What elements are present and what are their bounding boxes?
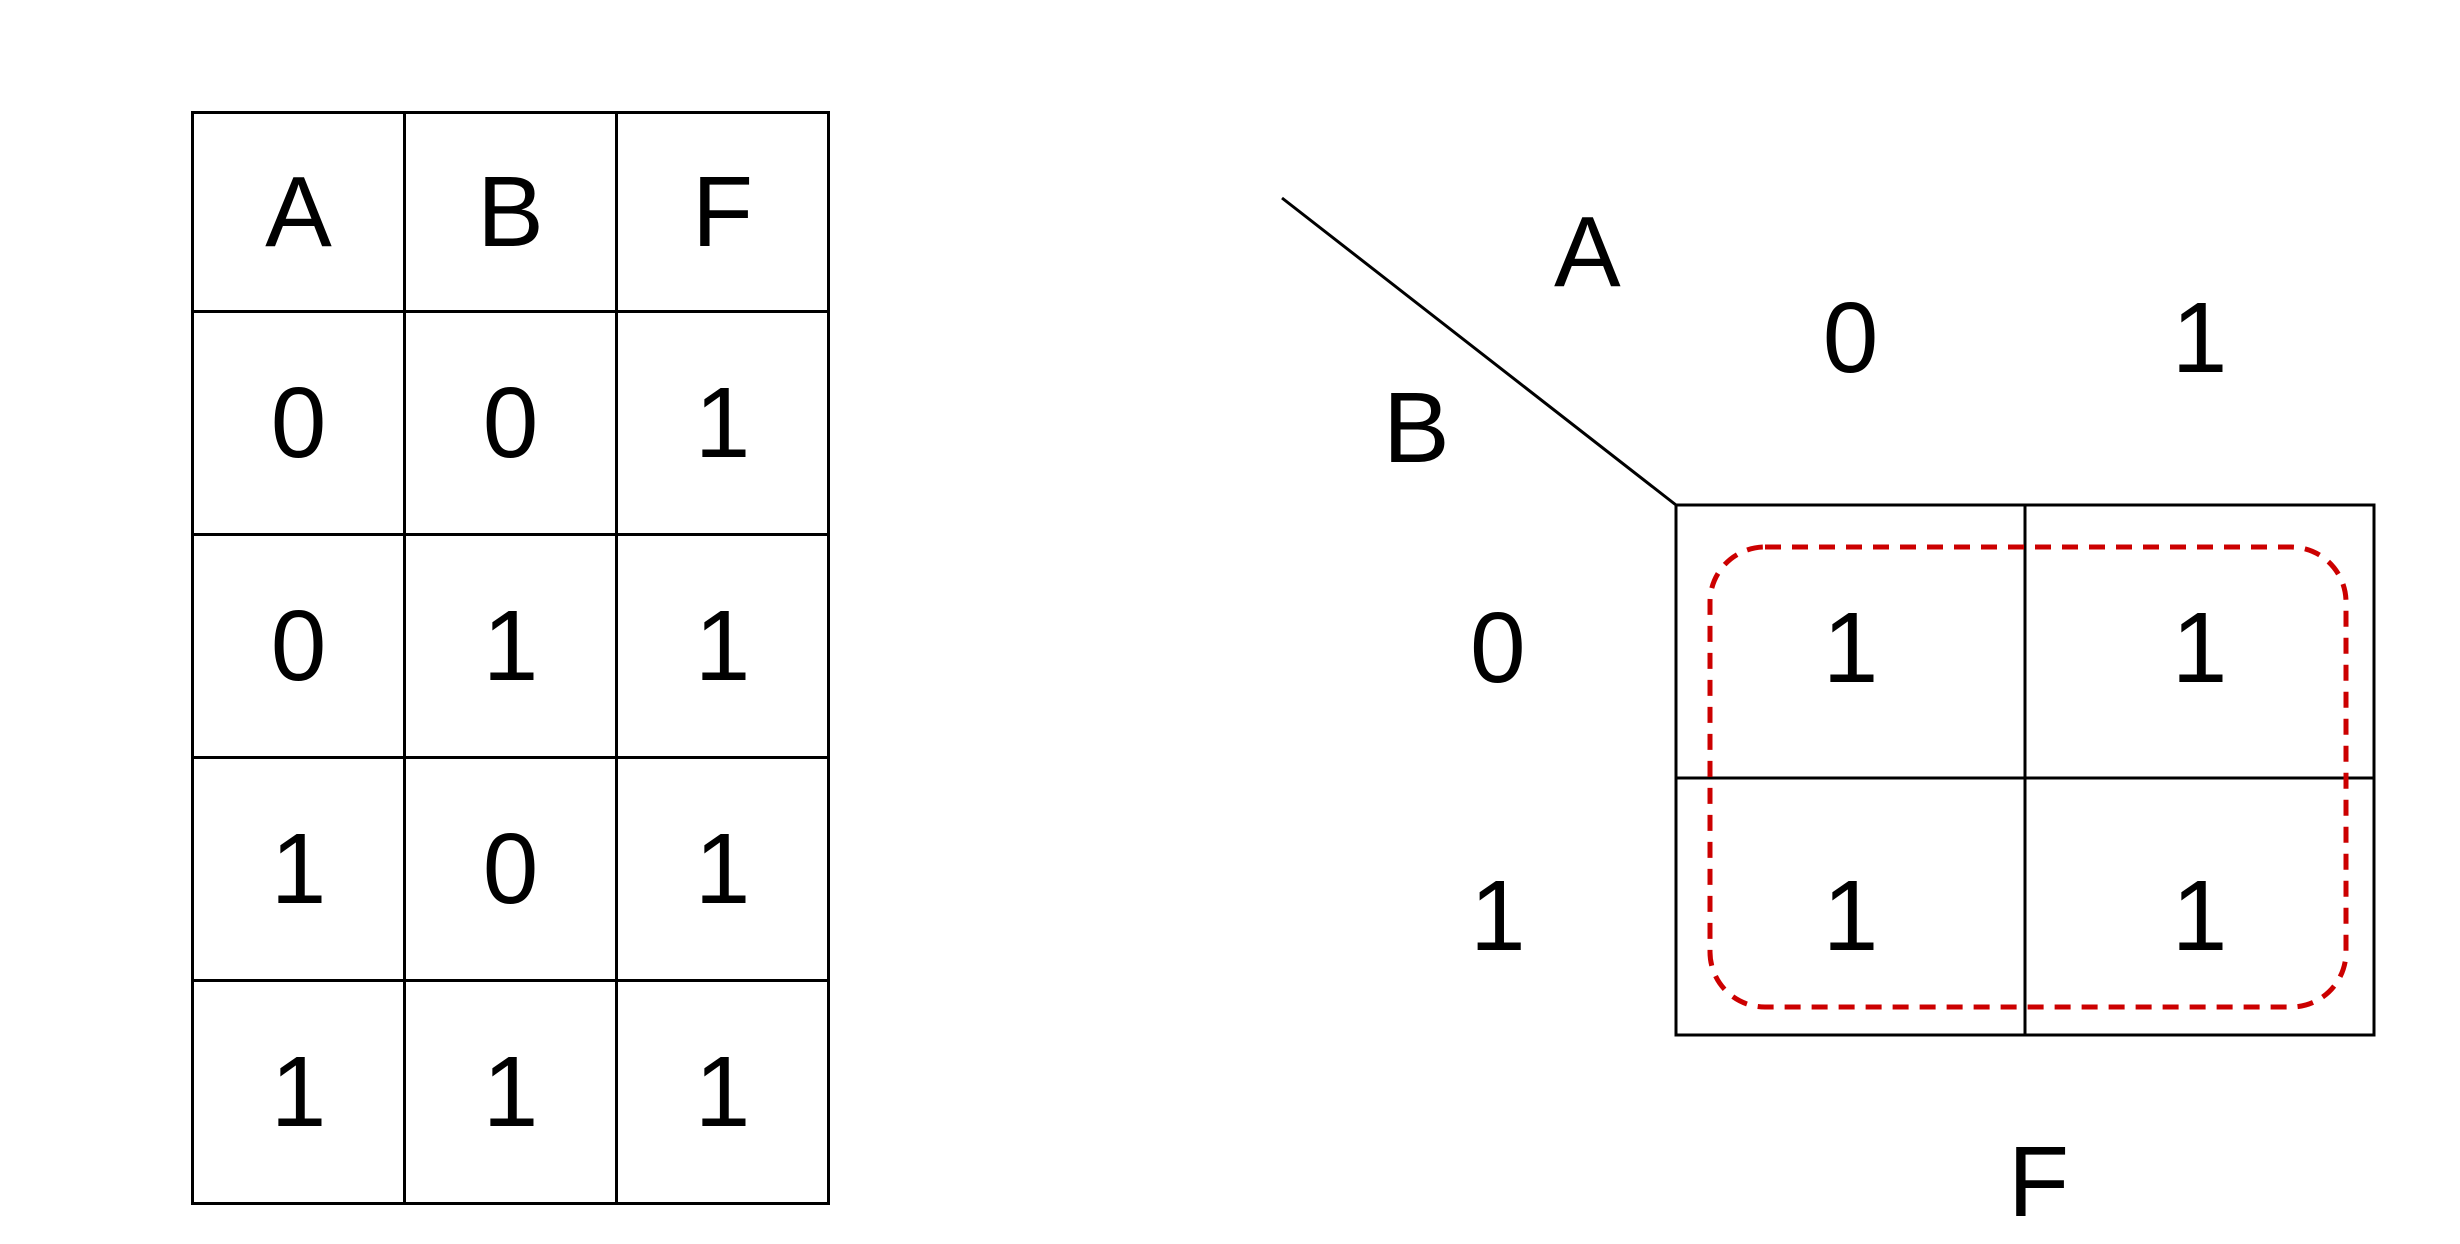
kmap-col-value-0: 0 xyxy=(1822,282,1879,394)
table-cell: 1 xyxy=(615,533,830,759)
table-cell: 1 xyxy=(403,533,618,759)
table-row: 1 0 1 xyxy=(191,756,830,982)
header-a: A xyxy=(191,111,406,313)
kmap-row-variable: B xyxy=(1383,372,1450,484)
table-cell: 0 xyxy=(403,756,618,982)
truth-table-header: A B F xyxy=(191,111,830,313)
kmap-group-loop xyxy=(1707,544,2349,1010)
kmap-cell: 1 xyxy=(2171,860,2228,972)
table-cell: 0 xyxy=(403,310,618,536)
truth-table: A B F 0 0 1 0 1 1 1 0 1 1 1 1 xyxy=(191,111,830,1205)
table-cell: 0 xyxy=(191,533,406,759)
table-cell: 1 xyxy=(191,979,406,1205)
kmap-output-label: F xyxy=(2008,1126,2070,1238)
table-row: 0 1 1 xyxy=(191,533,830,759)
table-cell: 1 xyxy=(615,979,830,1205)
table-cell: 0 xyxy=(191,310,406,536)
table-cell: 1 xyxy=(615,310,830,536)
table-cell: 1 xyxy=(191,756,406,982)
table-row: 0 0 1 xyxy=(191,310,830,536)
kmap-row-value-1: 1 xyxy=(1470,860,1526,972)
table-cell: 1 xyxy=(615,756,830,982)
kmap-corner-diagonal xyxy=(1281,196,1677,507)
kmap-cell: 1 xyxy=(1822,592,1879,704)
kmap-cell: 1 xyxy=(1822,860,1879,972)
kmap-cell: 1 xyxy=(2171,592,2228,704)
header-f: F xyxy=(615,111,830,313)
kmap-col-value-1: 1 xyxy=(2171,282,2228,394)
table-row: 1 1 1 xyxy=(191,979,830,1205)
kmap-col-variable: A xyxy=(1554,196,1621,308)
kmap-row-value-0: 0 xyxy=(1470,592,1526,704)
header-b: B xyxy=(403,111,618,313)
table-cell: 1 xyxy=(403,979,618,1205)
